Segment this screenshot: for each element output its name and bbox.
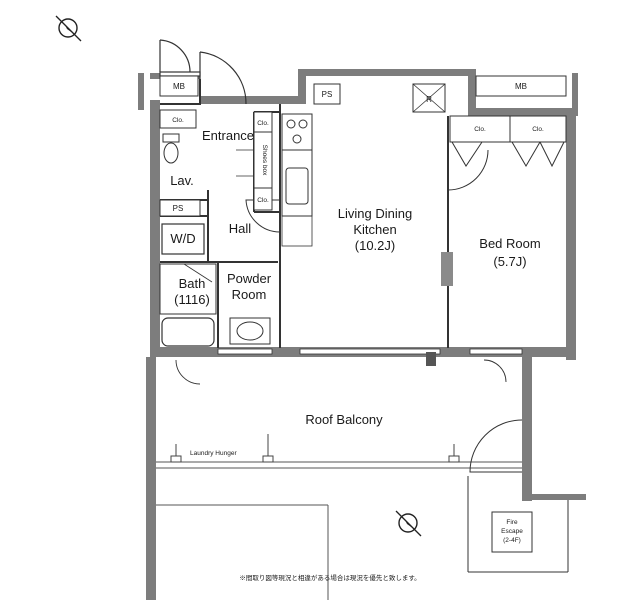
powder-label-line1: Powder — [227, 271, 272, 286]
drain-box — [426, 352, 436, 366]
bedroom-closets — [449, 115, 567, 143]
ps-box-lav — [159, 199, 201, 217]
balcony-label: Roof Balcony — [305, 412, 383, 427]
lav-closet — [159, 109, 197, 129]
hall-label: Hall — [229, 221, 252, 236]
entrance-step — [236, 149, 254, 177]
balcony-lower-deck — [156, 504, 329, 600]
bath-label: Bath — [179, 276, 206, 291]
mb-label-left: MB — [173, 82, 185, 91]
ps-label-top: PS — [322, 90, 333, 99]
closet-door-icon — [451, 141, 565, 168]
hall-door — [245, 199, 281, 233]
fire-escape-hatch — [491, 511, 533, 553]
footnote: ※間取り図等現況と相違がある場合は現況を優先と致します。 — [239, 573, 420, 582]
ldk-size: (10.2J) — [355, 238, 395, 253]
r-label: R — [426, 95, 432, 104]
toilet-icon — [162, 133, 180, 164]
ldk-label-line2: Kitchen — [353, 222, 396, 237]
bedroom-size: (5.7J) — [493, 254, 526, 269]
outer-walls — [138, 69, 586, 600]
balcony-door — [175, 359, 201, 385]
north-compass-icon — [55, 15, 82, 42]
bedroom-label: Bed Room — [479, 236, 540, 251]
mb-box-right — [475, 75, 567, 97]
shoes-box — [253, 111, 273, 211]
entrance-closet-top-label: Clo. — [257, 120, 269, 127]
powder-label-line2: Room — [232, 287, 267, 302]
shoes-box-label: Shoes box — [261, 145, 268, 176]
wd-label: W/D — [170, 231, 195, 246]
balcony-door — [483, 359, 507, 383]
fire-escape-line1: Fire — [506, 519, 518, 526]
laundry-hanger-icon — [170, 434, 460, 463]
r-box: R — [412, 83, 446, 113]
bedroom-closet-right-label: Clo. — [532, 126, 544, 133]
fire-escape-line2: Escape — [501, 528, 523, 535]
bedroom-door — [447, 149, 489, 191]
fire-escape-door — [467, 419, 569, 573]
stove-icon — [281, 113, 313, 151]
kitchen-counter — [281, 215, 313, 247]
lav-label: Lav. — [170, 173, 194, 188]
entrance-closet-bottom-label: Clo. — [257, 197, 269, 204]
kitchen-sink-icon — [281, 149, 313, 217]
balcony-windows — [217, 348, 523, 355]
mb-label-right: MB — [515, 82, 527, 91]
washer-box — [161, 223, 205, 255]
balcony-railing — [156, 461, 522, 469]
fire-escape-line3: (2-4F) — [503, 537, 521, 544]
north-compass-icon — [395, 510, 422, 537]
mb-box-left — [159, 75, 199, 97]
laundry-label: Laundry Hunger — [190, 450, 237, 457]
ps-label-lav: PS — [173, 204, 184, 213]
sliding-panel — [441, 252, 453, 286]
bath-door — [183, 263, 213, 283]
bath-size: (1116) — [174, 292, 210, 307]
ldk-label-line1: Living Dining — [338, 206, 412, 221]
ps-box-top — [313, 83, 341, 105]
lav-closet-label: Clo. — [172, 117, 184, 124]
bath-area — [159, 263, 217, 315]
wash-basin-icon — [229, 317, 271, 345]
bedroom-closet-left-label: Clo. — [474, 126, 486, 133]
bathtub-icon — [161, 317, 215, 347]
entrance-label: Entrance — [202, 128, 254, 143]
